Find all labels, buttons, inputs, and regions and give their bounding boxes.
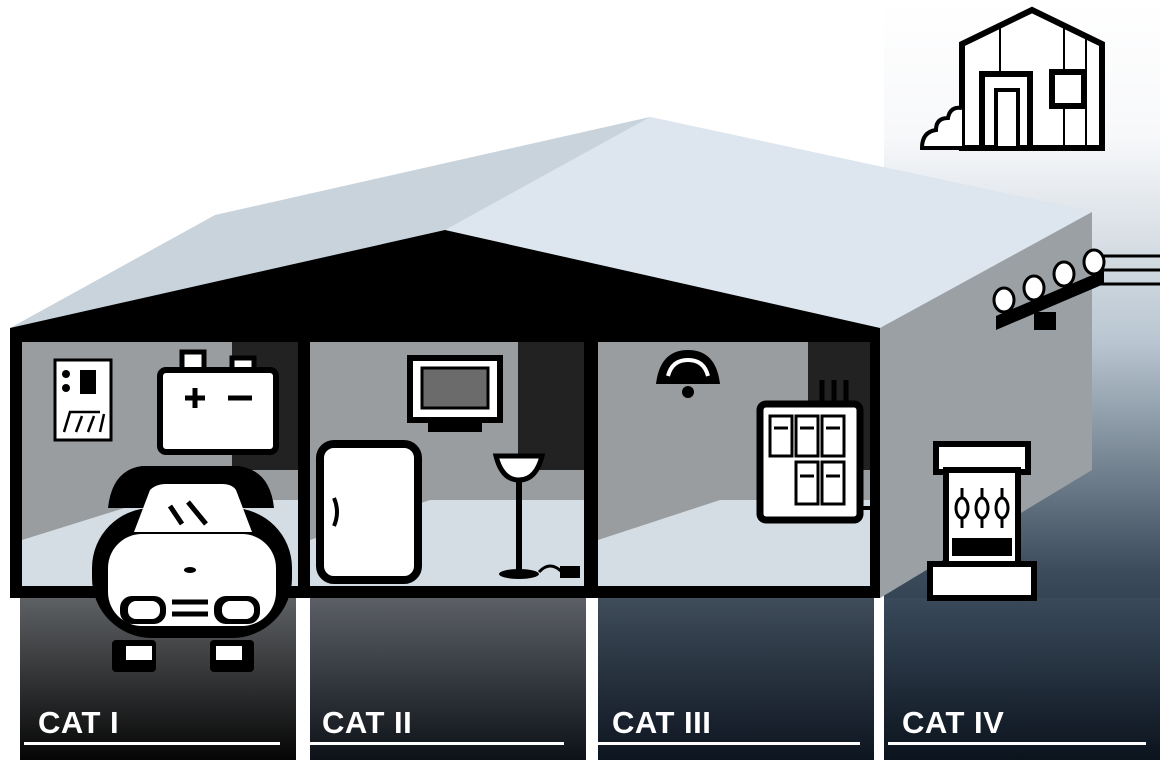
television-icon — [410, 358, 500, 432]
breaker-panel-icon — [760, 380, 870, 520]
refrigerator-icon — [320, 444, 418, 580]
electric-meter-icon — [930, 444, 1034, 598]
cat-ii-label: CAT II — [308, 705, 564, 745]
circuit-board-icon — [55, 360, 111, 440]
cat-i-label: CAT I — [24, 705, 280, 745]
cat-iii-label: CAT III — [598, 705, 860, 745]
cat-iv-label: CAT IV — [888, 705, 1146, 745]
battery-icon — [160, 352, 276, 452]
